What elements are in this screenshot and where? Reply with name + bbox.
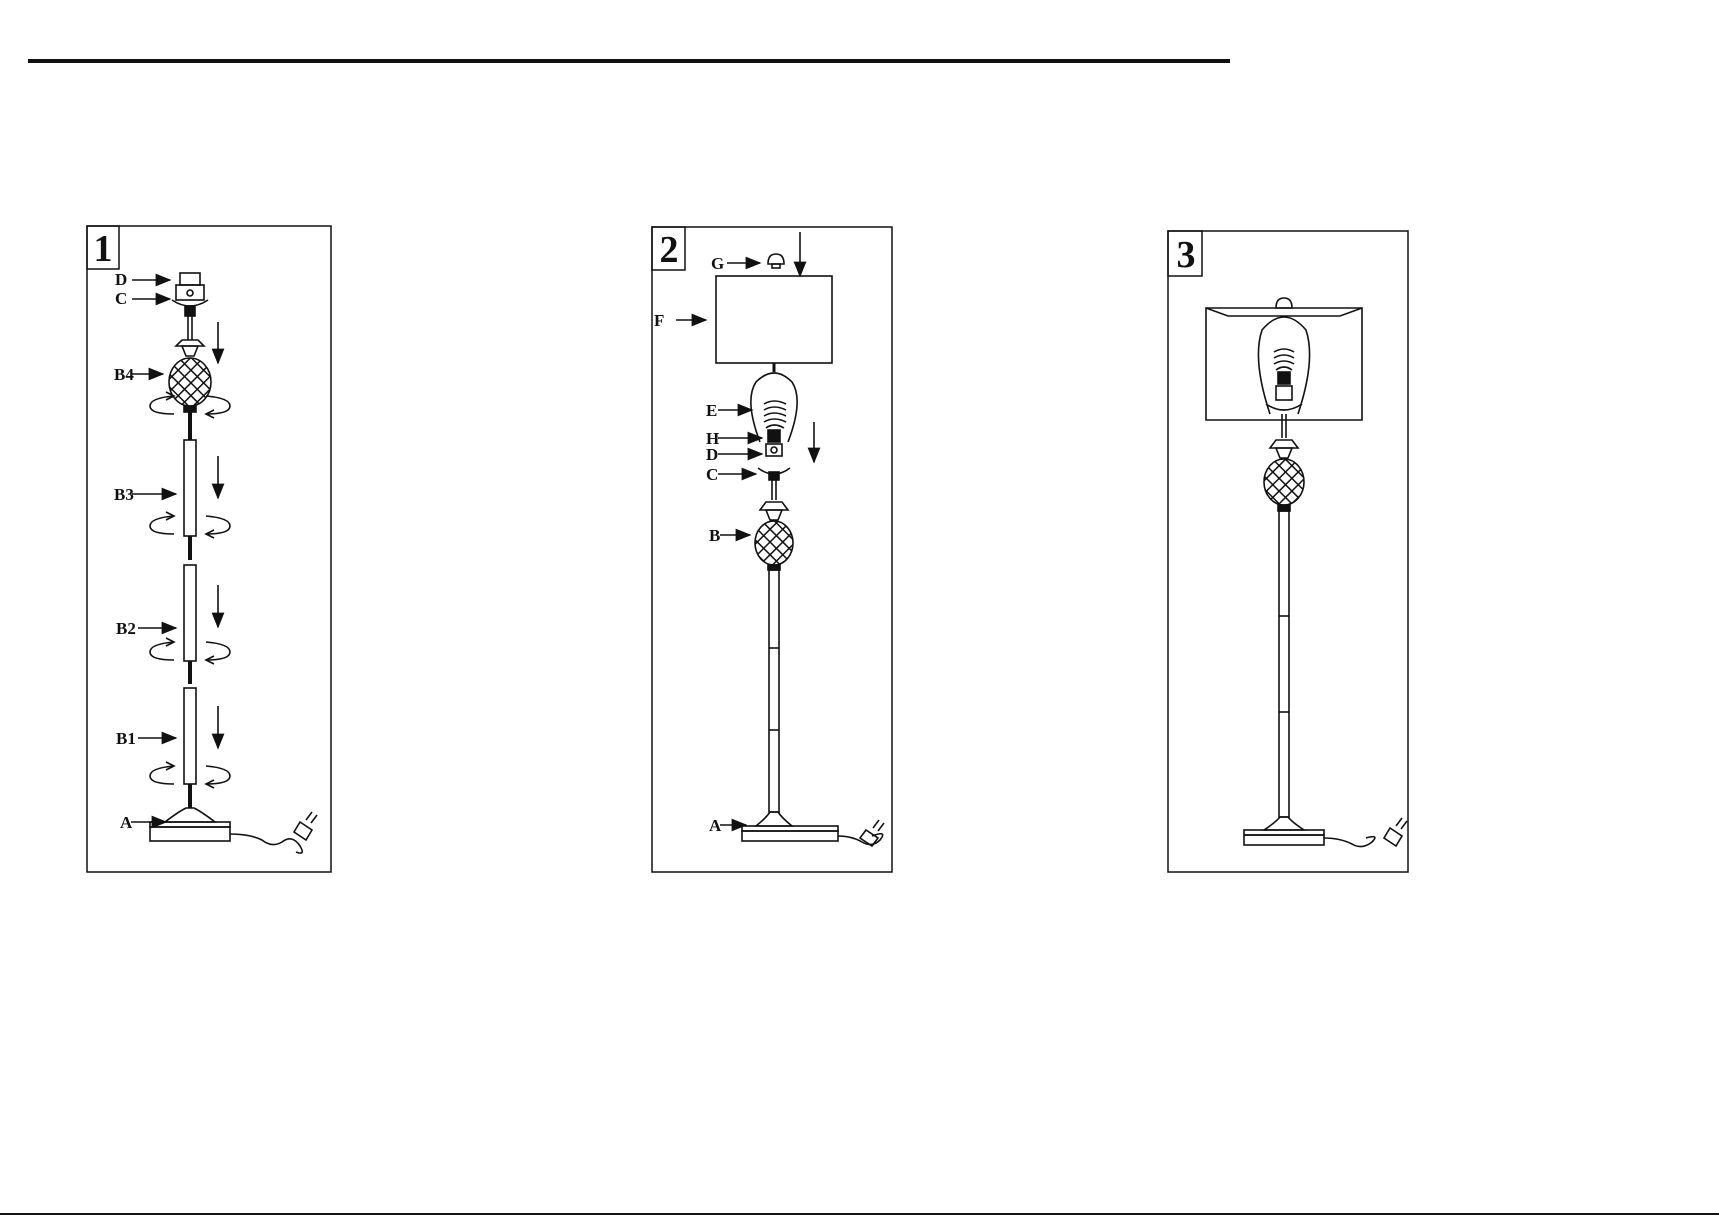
- label-e: E: [706, 401, 717, 420]
- panel-step-3: 3: [1168, 231, 1408, 872]
- label-f: F: [654, 311, 664, 330]
- panel-step-2: 2: [652, 227, 892, 872]
- lamp-base-a: [165, 808, 215, 822]
- decorative-ball-b: [755, 521, 793, 565]
- label-a: A: [120, 813, 133, 832]
- label-c: C: [115, 289, 127, 308]
- tube-b1: [184, 688, 196, 784]
- power-cord: [230, 834, 302, 853]
- tube-b2: [184, 565, 196, 661]
- tube-b3: [184, 440, 196, 536]
- step-number-2: 2: [660, 229, 679, 271]
- finial-g: [768, 254, 784, 264]
- panel-step-1: 1: [87, 226, 331, 872]
- step-number-3: 3: [1177, 234, 1196, 276]
- bulb-h: [764, 401, 786, 442]
- label-a: A: [709, 816, 722, 835]
- socket-part: [180, 273, 200, 285]
- label-b1: B1: [116, 729, 136, 748]
- label-d: D: [115, 270, 127, 289]
- lamp-shade-f: [716, 276, 832, 363]
- label-c: C: [706, 465, 718, 484]
- lamp-shade: [1206, 308, 1362, 420]
- lamp-base: [1264, 817, 1304, 830]
- label-b: B: [709, 526, 720, 545]
- lamp-base-a: [756, 812, 792, 826]
- lamp-stem: [769, 570, 779, 812]
- power-cord: [1324, 837, 1375, 847]
- step-number-1: 1: [94, 228, 113, 270]
- label-b2: B2: [116, 619, 136, 638]
- label-b4: B4: [114, 365, 134, 384]
- label-g: G: [711, 254, 724, 273]
- lamp-stem: [1279, 511, 1289, 817]
- decorative-ball: [1264, 459, 1304, 505]
- label-b3: B3: [114, 485, 134, 504]
- decorative-ball-b4: [169, 358, 211, 406]
- label-d: D: [706, 445, 718, 464]
- finial: [1276, 298, 1292, 308]
